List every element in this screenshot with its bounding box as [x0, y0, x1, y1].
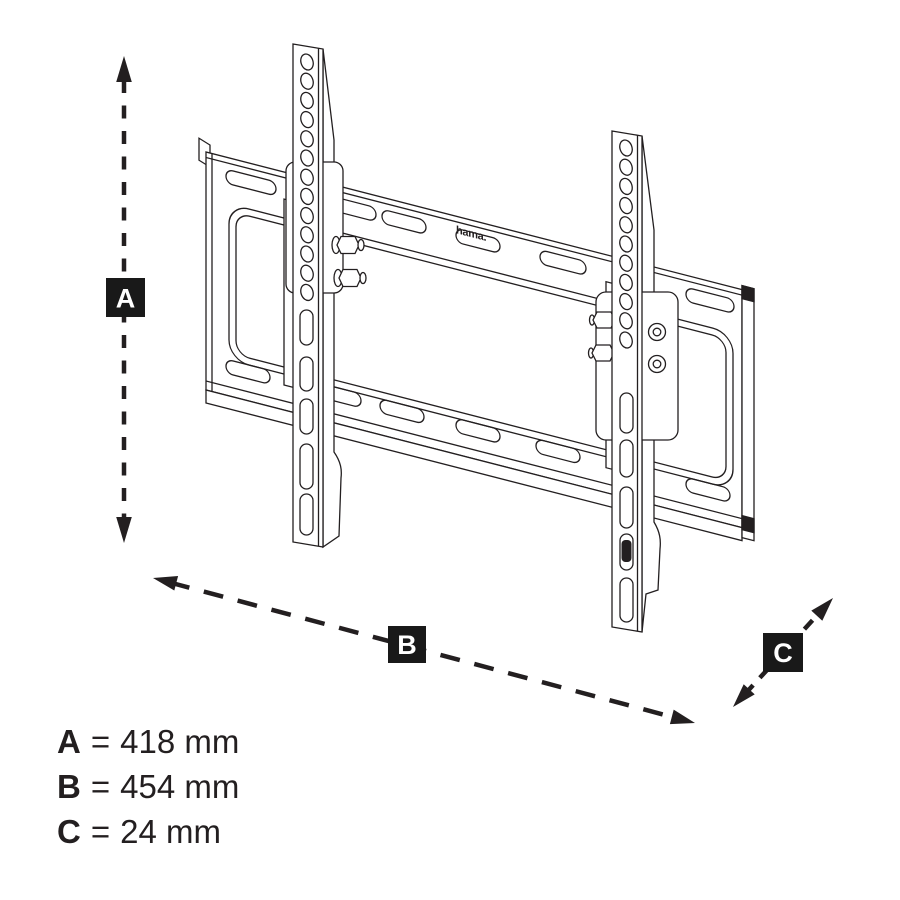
rail-slot [299, 398, 314, 435]
rail-slot [619, 577, 634, 623]
right-vesa-rail [587, 130, 679, 633]
rail-hole [619, 273, 633, 292]
dimension-c-arrowhead-down [733, 684, 755, 707]
rail-hole [619, 292, 633, 311]
rail-hole [300, 91, 314, 110]
dimension-b-arrowhead-left [153, 576, 179, 591]
rail-hole [619, 331, 633, 349]
left-bracket-bolt-top [331, 235, 365, 255]
legend-c-equals: = [90, 813, 111, 850]
legend-c-value: 24 mm [120, 813, 221, 850]
legend-row-b: B=454 mm [57, 764, 239, 809]
rail-hole [300, 149, 314, 167]
left-rail-hole-column [300, 53, 314, 302]
legend-b-equals: = [90, 768, 111, 805]
plate-slot [225, 170, 277, 196]
dimension-legend: A=418 mm B=454 mm C=24 mm [57, 719, 239, 854]
label-c-text: C [773, 638, 793, 668]
rail-hole [619, 196, 633, 215]
rail-slot [619, 392, 634, 434]
rail-hole [300, 110, 314, 129]
rail-hole [300, 130, 314, 148]
rail-slot [619, 439, 634, 478]
rail-hole [300, 245, 314, 263]
dimension-a: A [106, 56, 145, 543]
plate-end-cap-bottom-mark [741, 514, 755, 534]
plate-end-cap-top-mark [741, 284, 755, 303]
rail-hole [300, 264, 314, 282]
rail-hole [619, 235, 633, 253]
rail-hole [619, 158, 633, 176]
plate-window-outer [228, 207, 734, 486]
label-b-text: B [397, 630, 417, 660]
dimension-b-arrowhead-right [669, 709, 695, 725]
legend-c-label: C [57, 813, 81, 850]
label-box-b [388, 626, 426, 663]
rail-slot [299, 356, 314, 392]
left-vesa-rail [285, 43, 367, 549]
dimension-c-dashed-line [743, 609, 823, 696]
rail-hole [300, 187, 314, 206]
plate-slot [455, 229, 501, 253]
legend-a-equals: = [90, 723, 111, 760]
rail-hole [300, 283, 314, 302]
plate-slot [381, 210, 427, 234]
legend-b-value: 454 mm [120, 768, 240, 805]
dimension-b: B [153, 576, 695, 725]
left-rail-slot-column [299, 309, 314, 536]
rail-slot [299, 493, 314, 536]
dimension-c-arrowhead-up [811, 598, 833, 621]
plate-end-cap [741, 284, 755, 542]
rail-hole [300, 206, 314, 225]
label-a-text: A [116, 284, 136, 314]
label-box-c [763, 633, 803, 672]
rail-hole [300, 53, 314, 71]
plate-slot [539, 250, 587, 275]
right-rail-hole-column [619, 139, 633, 349]
plate-window-inner-lip [235, 215, 727, 479]
rail-hole [300, 168, 314, 186]
right-rail-slot-column [619, 392, 634, 623]
legend-a-label: A [57, 723, 81, 760]
right-rail-tilt-lock [621, 540, 632, 562]
dimension-a-arrowhead-up [116, 56, 132, 82]
rail-hole [300, 226, 314, 244]
right-bracket-bolt-bottom [587, 344, 667, 374]
rail-slot [299, 443, 314, 490]
right-bracket-bolt-top [588, 311, 667, 342]
plate-slot [685, 288, 735, 313]
dimension-c: C [733, 598, 833, 707]
rail-hole [619, 177, 633, 196]
rail-hole [619, 139, 633, 157]
left-bracket-bolt-bottom [333, 268, 367, 288]
legend-row-c: C=24 mm [57, 809, 239, 854]
legend-row-a: A=418 mm [57, 719, 239, 764]
rail-slot [619, 486, 634, 529]
label-box-a [106, 278, 145, 317]
dimension-a-arrowhead-down [116, 517, 132, 543]
rail-hole [619, 312, 633, 330]
rail-slot [299, 309, 314, 346]
legend-b-label: B [57, 768, 81, 805]
rail-hole [619, 216, 633, 234]
rail-hole [619, 254, 633, 272]
legend-a-value: 418 mm [120, 723, 240, 760]
rail-hole [300, 72, 314, 90]
